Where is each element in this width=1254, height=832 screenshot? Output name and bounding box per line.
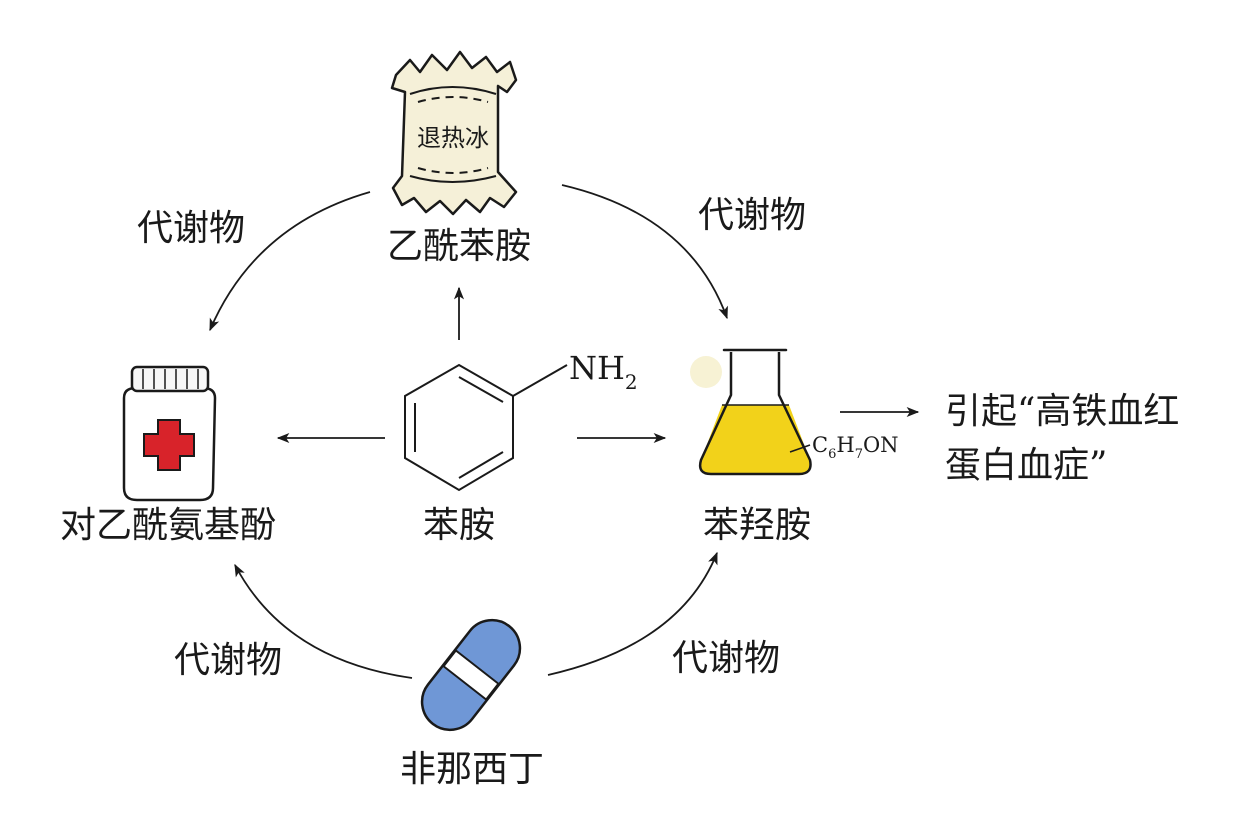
ice-pack-label: 退热冰 bbox=[417, 124, 489, 152]
amine-group-label: NH2 bbox=[569, 349, 638, 394]
effect-line-2: 蛋白血症” bbox=[945, 445, 1108, 486]
node-label-bottom: 非那西丁 bbox=[399, 749, 545, 790]
edge-label-bottom-right: 代谢物 bbox=[672, 638, 781, 679]
flask-icon bbox=[690, 348, 812, 476]
node-label-right: 苯羟胺 bbox=[702, 505, 812, 546]
arrow-top-to-right bbox=[561, 184, 728, 320]
node-label-top: 乙酰苯胺 bbox=[386, 226, 532, 267]
red-cross-icon bbox=[143, 419, 195, 471]
medicine-bottle-icon bbox=[122, 365, 217, 502]
effect-line-1: 引起“高铁血红 bbox=[945, 391, 1180, 432]
node-label-left: 对乙酰氨基酚 bbox=[59, 505, 277, 546]
amine-bond bbox=[512, 364, 568, 397]
formula-label: C6H7ON bbox=[812, 433, 899, 462]
ice-pack-icon: 退热冰 bbox=[390, 50, 518, 216]
arrow-top-to-left bbox=[209, 191, 371, 332]
aniline-structure bbox=[404, 363, 568, 492]
arrow-bottom-to-right bbox=[547, 551, 718, 676]
edge-label-bottom-left: 代谢物 bbox=[174, 640, 283, 681]
pill-band bbox=[442, 649, 500, 701]
node-label-center: 苯胺 bbox=[422, 505, 496, 546]
pill-icon bbox=[420, 618, 522, 732]
benzene-ring bbox=[404, 363, 514, 492]
formula-pointer bbox=[789, 444, 811, 453]
edge-label-top-left: 代谢物 bbox=[137, 208, 246, 249]
arrow-bottom-to-left bbox=[234, 563, 413, 679]
glow-spot bbox=[690, 356, 722, 388]
edge-label-top-right: 代谢物 bbox=[698, 195, 807, 236]
